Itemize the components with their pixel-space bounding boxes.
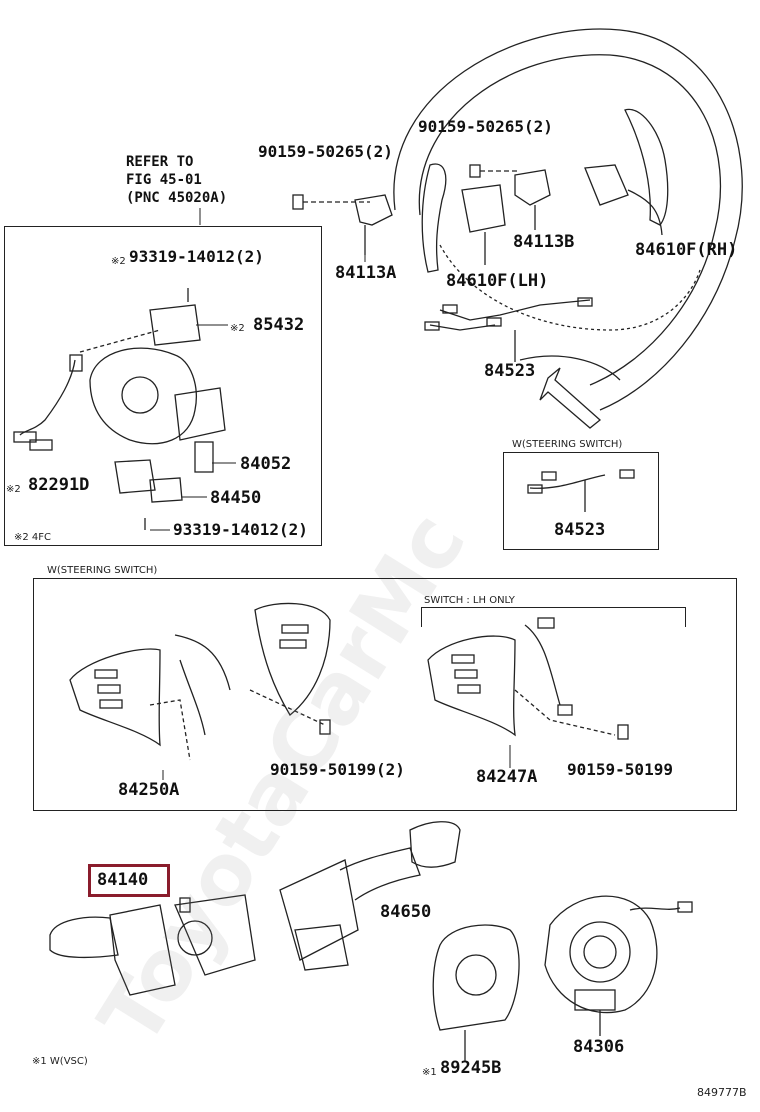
- direction-arrow: [539, 367, 602, 429]
- mark-1: ※1: [422, 1067, 437, 1078]
- part-90159-50199-2[interactable]: 90159-50199(2): [270, 760, 405, 779]
- part-90159-50265-top[interactable]: 90159-50265(2): [418, 117, 553, 136]
- mark-2-a: ※2: [111, 256, 126, 267]
- part-82291D[interactable]: 82291D: [28, 475, 90, 495]
- part-84650[interactable]: 84650: [380, 902, 432, 922]
- part-85432[interactable]: 85432: [253, 315, 305, 335]
- note-switch-lh-only: SWITCH : LH ONLY: [424, 595, 515, 606]
- screw-90159-50265-top: [469, 164, 520, 178]
- part-84450[interactable]: 84450: [210, 488, 262, 508]
- switch-84610F-LH-drawing: [461, 184, 506, 265]
- refer-to-line1: REFER TO: [126, 154, 194, 170]
- mark-2-b: ※2: [230, 323, 245, 334]
- lh-only-bracket: [421, 607, 686, 627]
- note-steering-switch-big: W(STEERING SWITCH): [47, 565, 158, 576]
- part-84140[interactable]: 84140: [97, 870, 149, 890]
- sensor-89245B-drawing: [432, 924, 520, 1062]
- part-84306[interactable]: 84306: [573, 1037, 625, 1057]
- harness-84523-drawing: [424, 297, 593, 362]
- part-84140-highlight-box: [88, 864, 170, 897]
- part-90159-50265-left[interactable]: 90159-50265(2): [258, 142, 393, 161]
- screw-90159-50265-left: [292, 194, 370, 210]
- part-84523-box[interactable]: 84523: [554, 520, 606, 540]
- steering-switch-small-box: [503, 452, 659, 550]
- mark-2-c: ※2: [6, 484, 21, 495]
- part-89245B[interactable]: 89245B: [440, 1058, 502, 1078]
- part-84610F-RH[interactable]: 84610F(RH): [635, 240, 738, 260]
- part-84523-main[interactable]: 84523: [484, 361, 536, 381]
- diagram-id: 849777B: [697, 1086, 747, 1099]
- bracket-84113B-drawing: [514, 169, 551, 230]
- note-4fc: ※2 4FC: [14, 532, 52, 543]
- steering-wheel-drawing: [393, 28, 743, 411]
- part-84247A[interactable]: 84247A: [476, 767, 538, 787]
- part-93319-14012-bottom[interactable]: 93319-14012(2): [173, 520, 308, 539]
- spiral-cable-84306-drawing: [544, 895, 693, 1036]
- wiper-switch-84650-drawing: [279, 821, 461, 971]
- steering-switch-big-box: [33, 578, 737, 811]
- refer-to-line3: (PNC 45020A): [126, 190, 228, 206]
- refer-group-box: [4, 226, 322, 546]
- part-84113B[interactable]: 84113B: [513, 232, 575, 252]
- switch-84247A-drawing: [427, 617, 629, 740]
- switch-84610F-RH-drawing: [584, 164, 663, 236]
- part-84052[interactable]: 84052: [240, 454, 292, 474]
- note-steering-switch-small: W(STEERING SWITCH): [512, 439, 623, 450]
- bracket-84113A-drawing: [354, 194, 393, 255]
- part-90159-50199[interactable]: 90159-50199: [567, 760, 673, 779]
- leader-lines: [150, 208, 511, 780]
- refer-to-line2: FIG 45-01: [126, 172, 202, 188]
- part-93319-14012-top[interactable]: 93319-14012(2): [129, 247, 264, 266]
- combination-switch-assembly-drawing: [13, 288, 226, 530]
- part-84250A[interactable]: 84250A: [118, 780, 180, 800]
- part-84113A[interactable]: 84113A: [335, 263, 397, 283]
- note-vsc: ※1 W(VSC): [32, 1056, 88, 1067]
- part-84610F-LH[interactable]: 84610F(LH): [446, 271, 549, 291]
- switch-84250A-drawing: [69, 602, 331, 761]
- turn-signal-switch-84140-drawing: [49, 894, 256, 996]
- harness-84523-box-drawing: [527, 469, 635, 512]
